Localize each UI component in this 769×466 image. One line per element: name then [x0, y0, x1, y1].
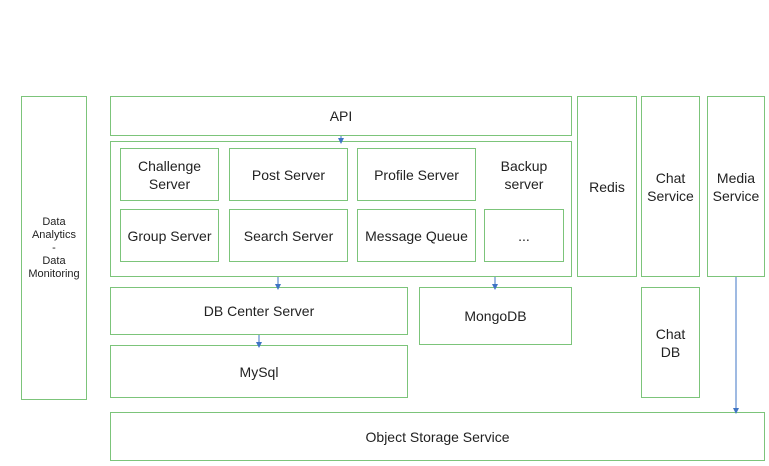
backup-server-box: Backup server: [484, 148, 564, 201]
more-services-box: ...: [484, 209, 564, 262]
mysql-box: MySql: [110, 345, 408, 398]
media-service-box: Media Service: [707, 96, 765, 277]
search-server-box: Search Server: [229, 209, 348, 262]
db-center-server-label: DB Center Server: [203, 303, 315, 319]
profile-server-box: Profile Server: [357, 148, 476, 201]
backup-server-label: Backup server: [500, 157, 548, 192]
object-storage-box: Object Storage Service: [110, 412, 765, 461]
challenge-server-label: Challenge Server: [137, 157, 202, 192]
api-label: API: [329, 108, 353, 124]
db-center-server-box: DB Center Server: [110, 287, 408, 335]
more-services-label: ...: [518, 227, 530, 244]
post-server-label: Post Server: [251, 166, 326, 183]
api-box: API: [110, 96, 572, 136]
mongodb-box: MongoDB: [419, 287, 572, 345]
message-queue-label: Message Queue: [365, 227, 468, 244]
object-storage-label: Object Storage Service: [365, 428, 510, 445]
post-server-box: Post Server: [229, 148, 348, 201]
message-queue-box: Message Queue: [357, 209, 476, 262]
search-server-label: Search Server: [243, 227, 334, 244]
challenge-server-box: Challenge Server: [120, 148, 219, 201]
redis-box: Redis: [577, 96, 637, 277]
chat-service-label: Chat Service: [647, 169, 694, 204]
group-server-label: Group Server: [127, 227, 212, 244]
chat-service-box: Chat Service: [641, 96, 700, 277]
data-monitoring-box: Data Analytics - Data Monitoring: [21, 96, 87, 400]
mysql-label: MySql: [239, 363, 279, 380]
profile-server-label: Profile Server: [374, 166, 459, 183]
data-monitoring-label: Data Analytics - Data Monitoring: [28, 215, 80, 280]
group-server-box: Group Server: [120, 209, 219, 262]
redis-label: Redis: [589, 178, 625, 195]
mongodb-label: MongoDB: [464, 308, 527, 324]
chat-db-label: Chat DB: [655, 325, 686, 360]
media-service-label: Media Service: [712, 169, 760, 204]
chat-db-box: Chat DB: [641, 287, 700, 398]
